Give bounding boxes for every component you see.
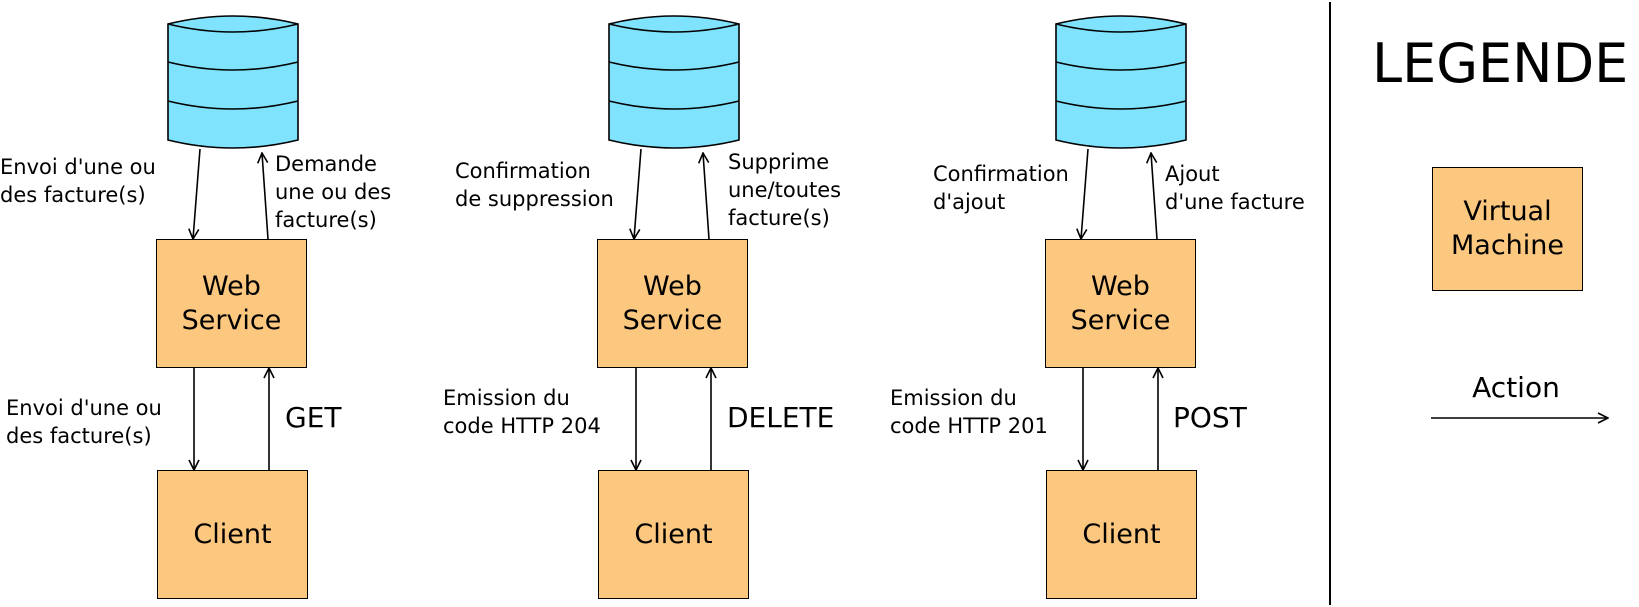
database-icon — [167, 15, 299, 149]
database-icon — [1055, 15, 1187, 149]
database-icon — [608, 15, 740, 149]
label-http-method: POST — [1173, 401, 1247, 434]
label-web-service-to-db: Demande une ou des facture(s) — [275, 152, 392, 232]
legend-action-label: Action — [1472, 371, 1560, 404]
arrow-db-to-web-service — [193, 148, 201, 239]
arrow-web-service-to-db — [703, 153, 710, 240]
client-box: Client — [157, 470, 308, 599]
web-service-box: Web Service — [156, 239, 307, 368]
web-service-box: Web Service — [1045, 239, 1196, 368]
arrow-web-service-to-db — [262, 153, 269, 240]
label-response: Envoi d'une ou des facture(s) — [6, 396, 162, 448]
label-http-method: DELETE — [727, 401, 835, 434]
label-db-to-web-service: Confirmation d'ajout — [933, 162, 1069, 214]
label-response: Emission du code HTTP 204 — [443, 386, 601, 438]
client-box: Client — [598, 470, 749, 599]
legend-vm-box: Virtual Machine — [1432, 167, 1583, 291]
label-response: Emission du code HTTP 201 — [890, 386, 1048, 438]
label-web-service-to-db: Supprime une/toutes facture(s) — [728, 150, 842, 230]
label-db-to-web-service: Envoi d'une ou des facture(s) — [0, 155, 156, 207]
client-box: Client — [1046, 470, 1197, 599]
label-http-method: GET — [285, 401, 342, 434]
label-db-to-web-service: Confirmation de suppression — [455, 159, 614, 211]
arrow-db-to-web-service — [1081, 148, 1089, 239]
arrow-web-service-to-db — [1151, 153, 1158, 240]
arrow-db-to-web-service — [634, 148, 642, 239]
label-web-service-to-db: Ajout d'une facture — [1165, 162, 1305, 214]
legend-title: LEGENDE — [1372, 32, 1629, 95]
web-service-box: Web Service — [597, 239, 748, 368]
